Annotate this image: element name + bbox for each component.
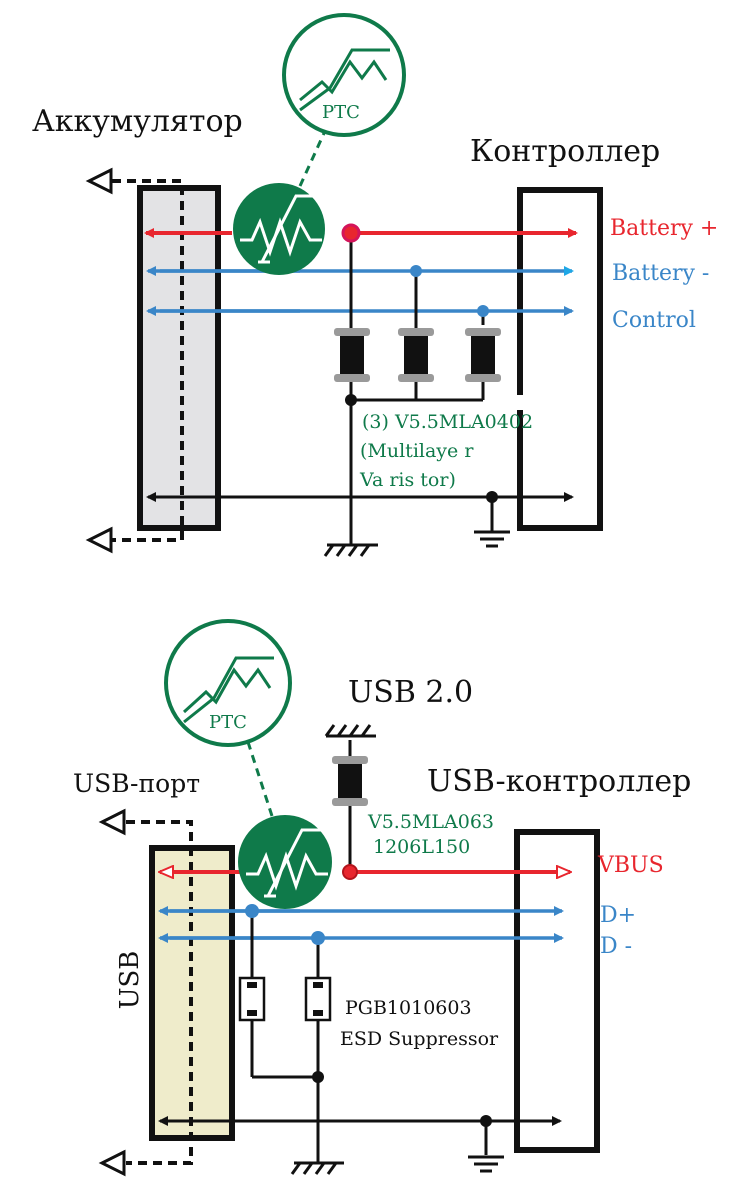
- usb-title: USB 2.0: [348, 675, 473, 710]
- chassis-ground-icon: [324, 724, 376, 738]
- ptc-callout-bubble: [282, 13, 406, 137]
- varistor-note-line3: Va ris tor): [359, 469, 456, 491]
- junction-dot: [345, 394, 357, 406]
- varistor-note-line1: (3) V5.5MLA0402: [362, 411, 533, 433]
- junction-dot: [410, 265, 422, 277]
- battery-minus-label: Battery -: [612, 261, 709, 286]
- ptc-thermistor-icon: [238, 815, 332, 909]
- usb-controller-block: [514, 829, 600, 1153]
- ground-icon: [468, 1155, 504, 1173]
- battery-dashed-terminals: [85, 167, 184, 554]
- usb-varistor: [332, 756, 368, 806]
- control-label: Control: [612, 308, 696, 333]
- battery-block: [137, 185, 221, 531]
- varistor-3: [465, 328, 501, 382]
- battery-title: Аккумулятор: [32, 104, 243, 139]
- junction-dot: [342, 864, 358, 880]
- d-minus-label: D -: [600, 934, 632, 959]
- usb-taps: [250, 740, 488, 1163]
- chassis-ground-icon: [323, 543, 378, 557]
- usb-varistor-note-line2: 1206L150: [373, 836, 470, 858]
- bottom-diagram: USB: [73, 619, 691, 1177]
- chassis-ground-icon: [290, 1161, 344, 1175]
- ptc-callout-leader: [246, 741, 274, 817]
- ptc-callout-bubble: [164, 619, 292, 747]
- ptc-callout-label: PTC: [322, 102, 360, 123]
- top-diagram: PTC Аккумулятор Контроллер Battery + Bat…: [32, 13, 718, 557]
- usb-dashed-terminals: [98, 808, 193, 1177]
- esd-suppressor-2: [304, 976, 332, 1022]
- ground-icon: [474, 530, 510, 548]
- controller-block: [517, 187, 603, 531]
- junction-dot: [477, 305, 489, 317]
- junction-dot: [480, 1115, 492, 1127]
- esd-note-line2: ESD Suppressor: [340, 1028, 499, 1050]
- junction-dot: [245, 904, 259, 918]
- ptc-thermistor-icon: [233, 183, 325, 275]
- esd-note-line1: PGB1010603: [345, 997, 472, 1019]
- usb-varistor-note-line1: V5.5MLA063: [367, 811, 494, 833]
- junction-dot: [486, 491, 498, 503]
- junction-dot: [311, 931, 325, 945]
- usb-controller-title: USB-контроллер: [427, 764, 691, 799]
- varistor-2: [398, 328, 434, 382]
- esd-suppressor-1: [238, 976, 266, 1022]
- battery-plus-label: Battery +: [610, 216, 718, 241]
- d-plus-label: D+: [600, 903, 636, 928]
- junction-dot: [341, 223, 361, 243]
- varistor-note-line2: (Multilaye r: [360, 440, 474, 462]
- varistor-1: [334, 328, 370, 382]
- junction-dot: [312, 1071, 324, 1083]
- usb-port-title: USB-порт: [73, 769, 200, 798]
- ptc-callout-label: PTC: [209, 712, 247, 733]
- vbus-label: VBUS: [597, 853, 664, 878]
- controller-title: Контроллер: [470, 134, 660, 169]
- usb-connector-label: USB: [115, 951, 145, 1010]
